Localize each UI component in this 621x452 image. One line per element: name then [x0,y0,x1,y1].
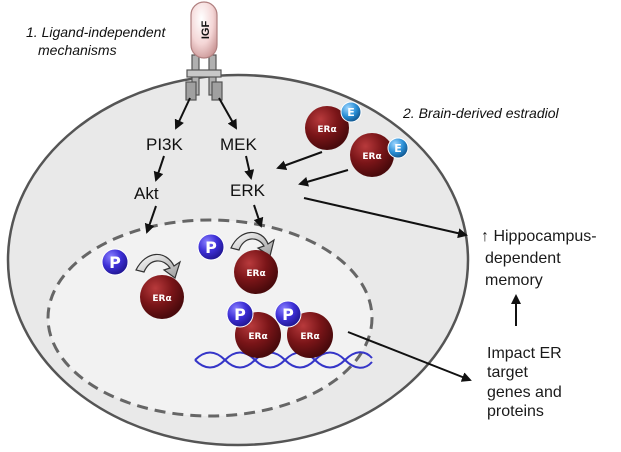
er-alpha-dimer: ERα ERα P P [226,300,333,358]
er-alpha-estradiol-1: ERα E [305,101,362,150]
memory-line-3: memory [485,272,543,289]
arrow-dimer-impact [347,331,472,382]
svg-text:ERα: ERα [152,294,171,304]
memory-line-2: dependent [485,250,561,267]
impact-line-1: Impact ER [487,345,562,362]
svg-text:ERα: ERα [362,152,381,162]
arrow-erk-memory [303,197,468,239]
er-alpha-estradiol-2: ERα E [350,133,409,177]
arrow-mek-erk [244,155,255,180]
arrow-akt-nucleus [144,205,157,234]
arrow-estradiol-erk [298,169,349,187]
svg-text:ERα: ERα [248,332,267,342]
phospho-group-erk: P ERα [197,231,278,294]
estradiol-1 [340,101,362,123]
svg-text:P: P [234,305,246,324]
arrow-estradiol-mek [276,151,323,170]
ligand-independent-label: 1. Ligand-independent [26,24,166,40]
svg-text:P: P [109,253,121,272]
nucleus [46,218,374,418]
dna-helix [194,351,373,369]
phospho-group-akt: P ERα [101,248,184,319]
svg-text:P: P [282,305,294,324]
impact-line-2: target [487,364,528,381]
akt-label: Akt [134,184,159,203]
arrow-receptor-pi3k [174,97,191,130]
pi3k-label: PI3K [146,135,184,154]
brain-estradiol-label: 2. Brain-derived estradiol [402,105,560,121]
estradiol-2 [387,137,409,159]
svg-text:ERα: ERα [246,269,265,279]
svg-text:P: P [205,238,217,257]
dna-strand-2 [194,351,373,369]
igf-receptor [185,54,223,101]
igf-ligand: IGF [190,1,218,59]
impact-line-3: genes and [487,384,562,401]
impact-line-4: proteins [487,403,544,420]
svg-text:ERα: ERα [317,125,336,135]
igf-label: IGF [200,21,212,40]
svg-text:E: E [347,106,355,119]
arrow-pi3k-akt [153,155,165,182]
svg-text:ERα: ERα [300,332,319,342]
arrow-receptor-mek [218,97,237,130]
svg-text:E: E [394,142,402,155]
mechanisms-label: mechanisms [38,42,117,58]
erk-label: ERK [230,181,266,200]
mek-label: MEK [220,135,258,154]
arrow-erk-nucleus [253,204,264,228]
memory-line-1: ↑ Hippocampus- [481,228,597,245]
